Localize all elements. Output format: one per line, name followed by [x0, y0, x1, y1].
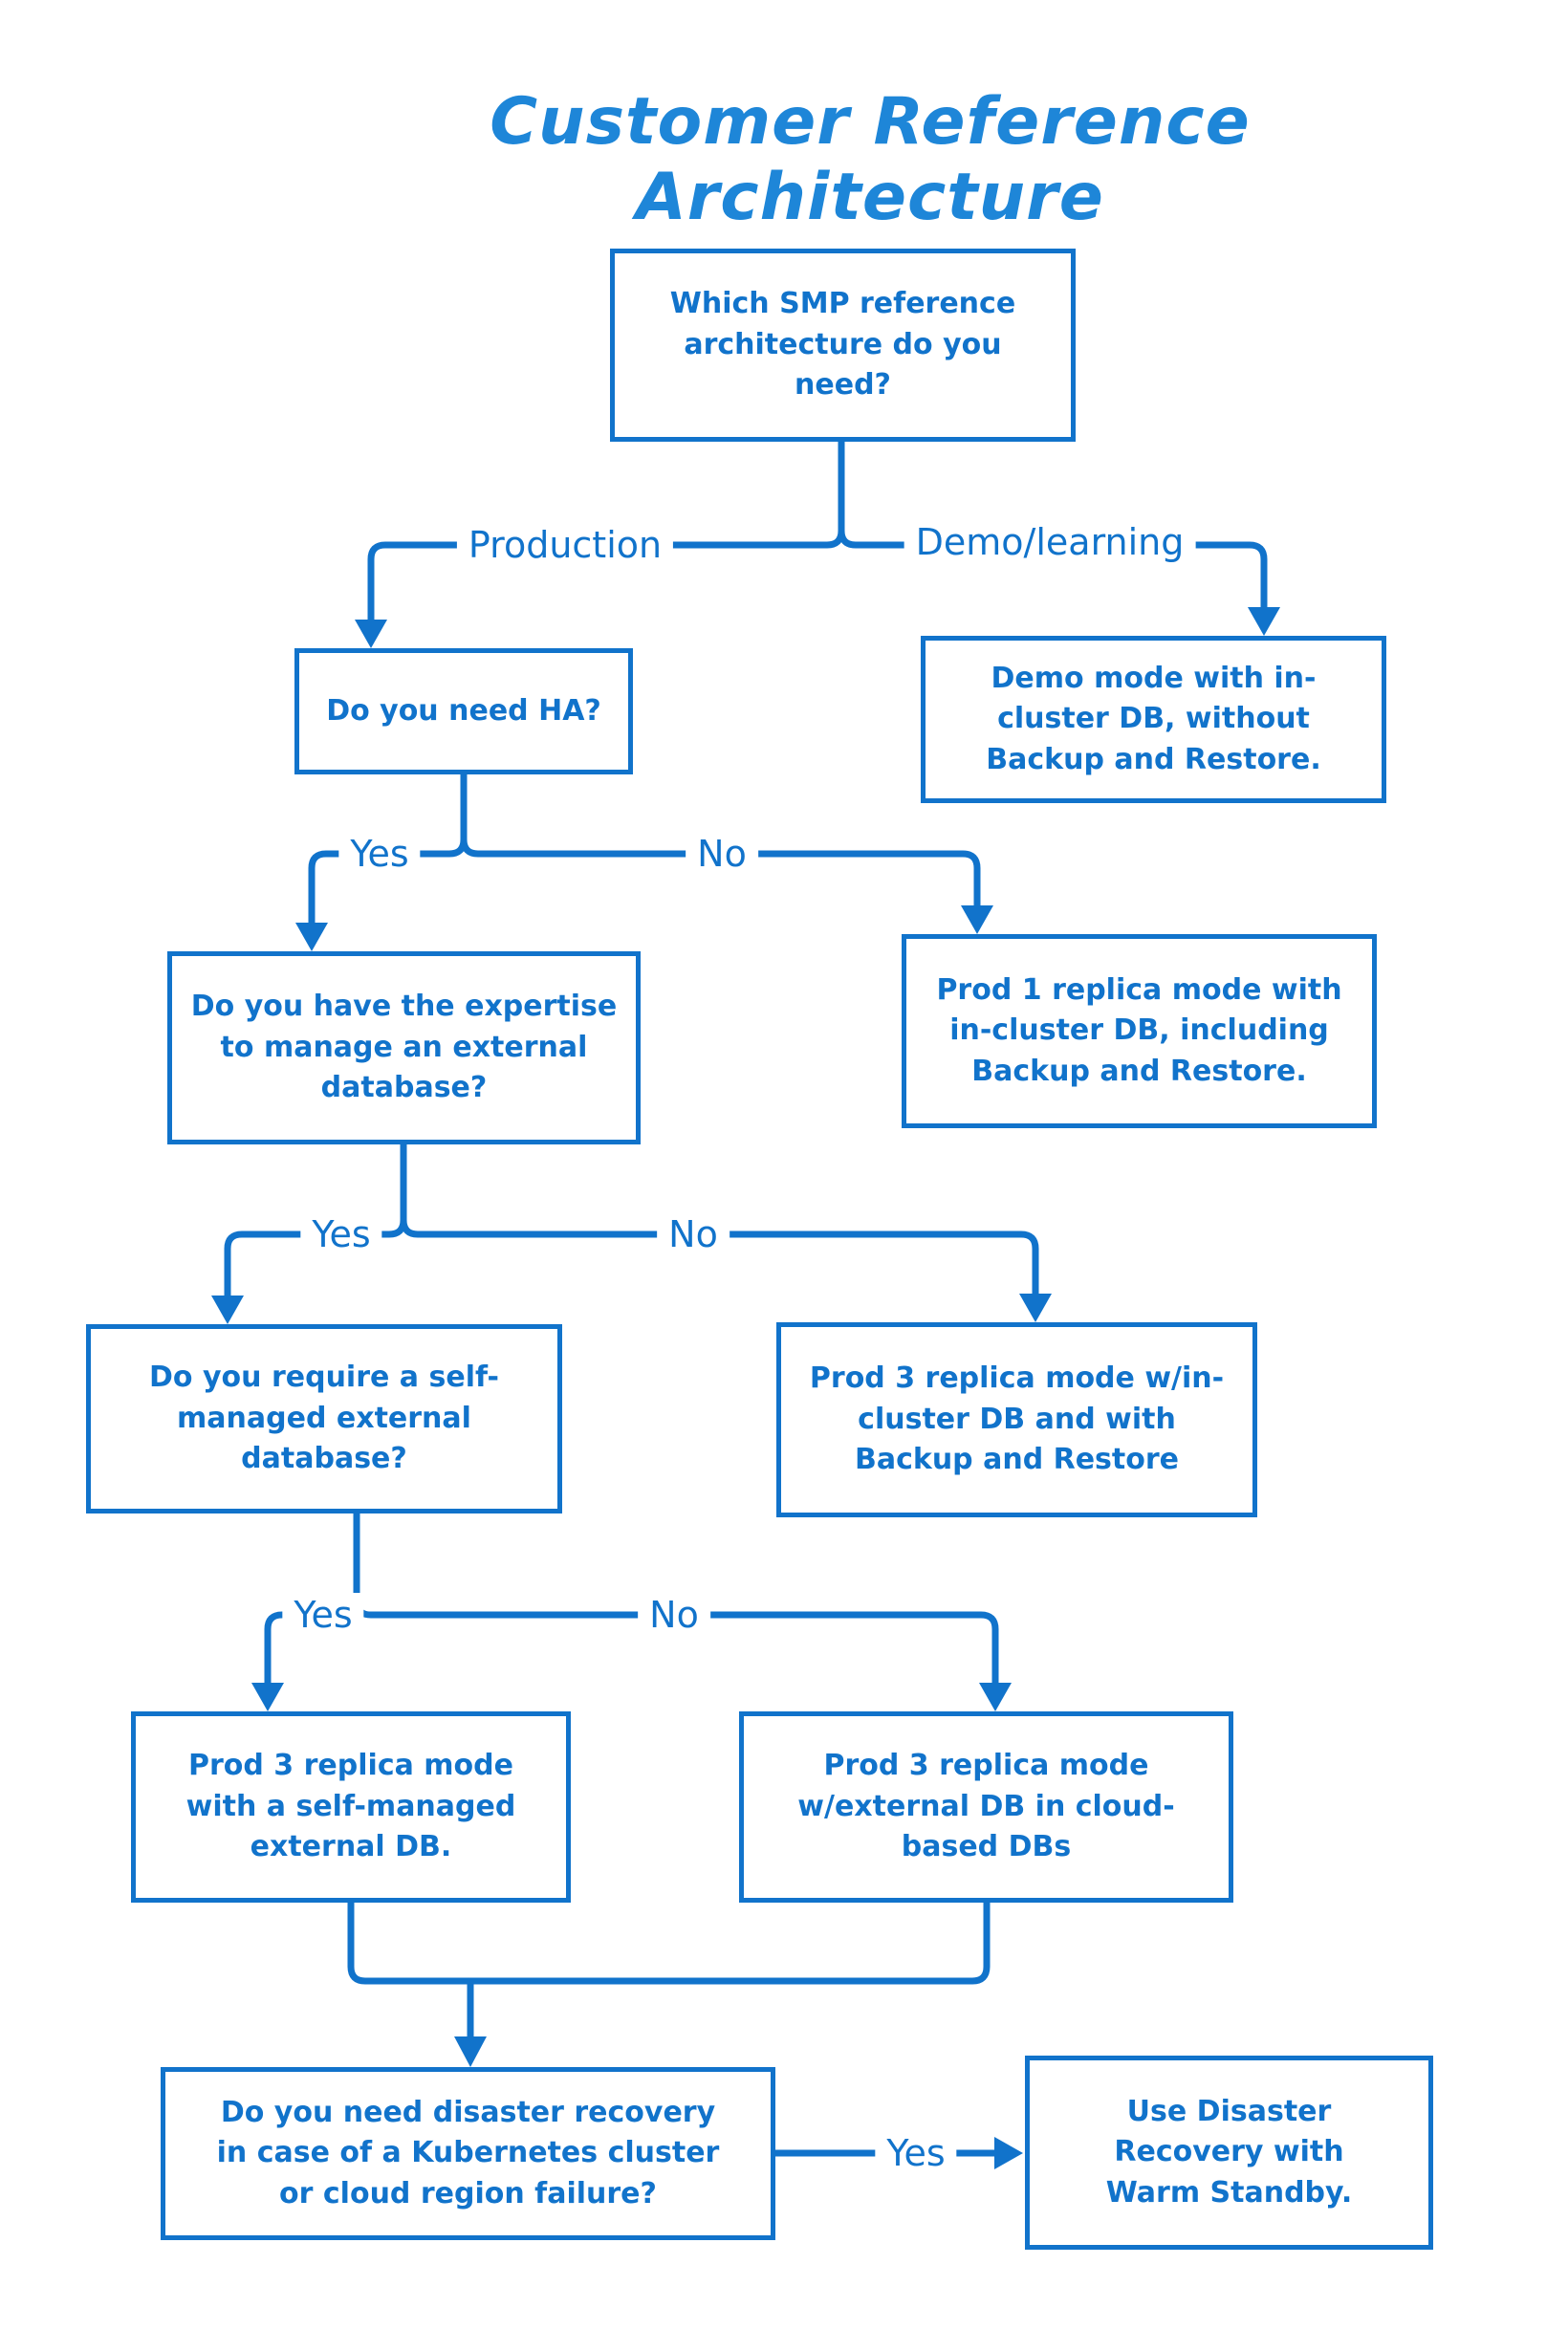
node-question-root-text: Which SMP reference architecture do you … [669, 287, 1016, 403]
arrowhead-expertise-no [1019, 1294, 1052, 1322]
node-question-self-managed-db-text: Do you require a self- managed external … [149, 1361, 499, 1476]
edge-label-ha-yes: Yes [338, 832, 421, 876]
arrowhead-ha-yes [295, 923, 328, 951]
edge-label-expertise-yes: Yes [300, 1212, 382, 1256]
edge-label-demo-learning: Demo/learning [904, 520, 1196, 564]
node-result-prod3-incluster-text: Prod 3 replica mode w/in- cluster DB and… [809, 1361, 1225, 1477]
edge-label-ha-no: No [686, 832, 758, 876]
node-result-prod3-incluster: Prod 3 replica mode w/in- cluster DB and… [776, 1322, 1257, 1517]
node-result-warm-standby-text: Use Disaster Recovery with Warm Standby. [1105, 2094, 1353, 2210]
node-result-prod3-cloud-text: Prod 3 replica mode w/external DB in clo… [797, 1749, 1175, 1864]
connector-root-demo [838, 527, 1268, 613]
arrowhead-ha-no [961, 905, 993, 934]
node-result-prod1-replica: Prod 1 replica mode with in-cluster DB, … [902, 934, 1377, 1128]
node-question-ha: Do you need HA? [294, 648, 633, 774]
node-question-disaster-recovery: Do you need disaster recovery in case of… [161, 2067, 775, 2240]
connector-expertise-no [400, 1216, 1039, 1299]
node-question-expertise: Do you have the expertise to manage an e… [167, 951, 641, 1144]
edge-label-expertise-no: No [657, 1212, 730, 1256]
arrowhead-expertise-yes [211, 1296, 244, 1324]
arrowhead-selfmanaged-no [979, 1683, 1012, 1711]
arrowhead-demo [1248, 607, 1280, 636]
node-result-demo-mode-text: Demo mode with in- cluster DB, without B… [986, 661, 1321, 776]
node-result-prod3-cloud: Prod 3 replica mode w/external DB in clo… [739, 1711, 1233, 1903]
arrowhead-production [355, 620, 387, 648]
connector-merge-right [467, 1899, 991, 1985]
node-result-prod1-replica-text: Prod 1 replica mode with in-cluster DB, … [936, 972, 1342, 1088]
edge-label-self-managed-yes: Yes [282, 1593, 364, 1637]
connector-merge-left [347, 1899, 474, 1985]
edge-label-self-managed-no: No [638, 1593, 710, 1637]
arrowhead-dr-yes [994, 2137, 1023, 2169]
page-title: Customer Reference Architecture [490, 84, 1251, 235]
node-result-prod3-self-managed: Prod 3 replica mode with a self-managed … [131, 1711, 571, 1903]
arrowhead-selfmanaged-yes [251, 1683, 284, 1711]
node-question-self-managed-db: Do you require a self- managed external … [86, 1324, 562, 1513]
node-question-expertise-text: Do you have the expertise to manage an e… [190, 990, 618, 1105]
node-question-disaster-recovery-text: Do you need disaster recovery in case of… [216, 2095, 720, 2210]
node-question-root: Which SMP reference architecture do you … [610, 249, 1076, 442]
edge-label-dr-yes: Yes [875, 2131, 957, 2175]
node-question-ha-text: Do you need HA? [326, 693, 601, 728]
node-result-warm-standby: Use Disaster Recovery with Warm Standby. [1025, 2056, 1433, 2250]
connector-ha-no [460, 836, 981, 911]
node-result-demo-mode: Demo mode with in- cluster DB, without B… [921, 636, 1386, 803]
node-result-prod3-self-managed-text: Prod 3 replica mode with a self-managed … [185, 1749, 516, 1864]
edge-label-production: Production [456, 523, 674, 567]
arrowhead-merge [454, 2036, 487, 2067]
